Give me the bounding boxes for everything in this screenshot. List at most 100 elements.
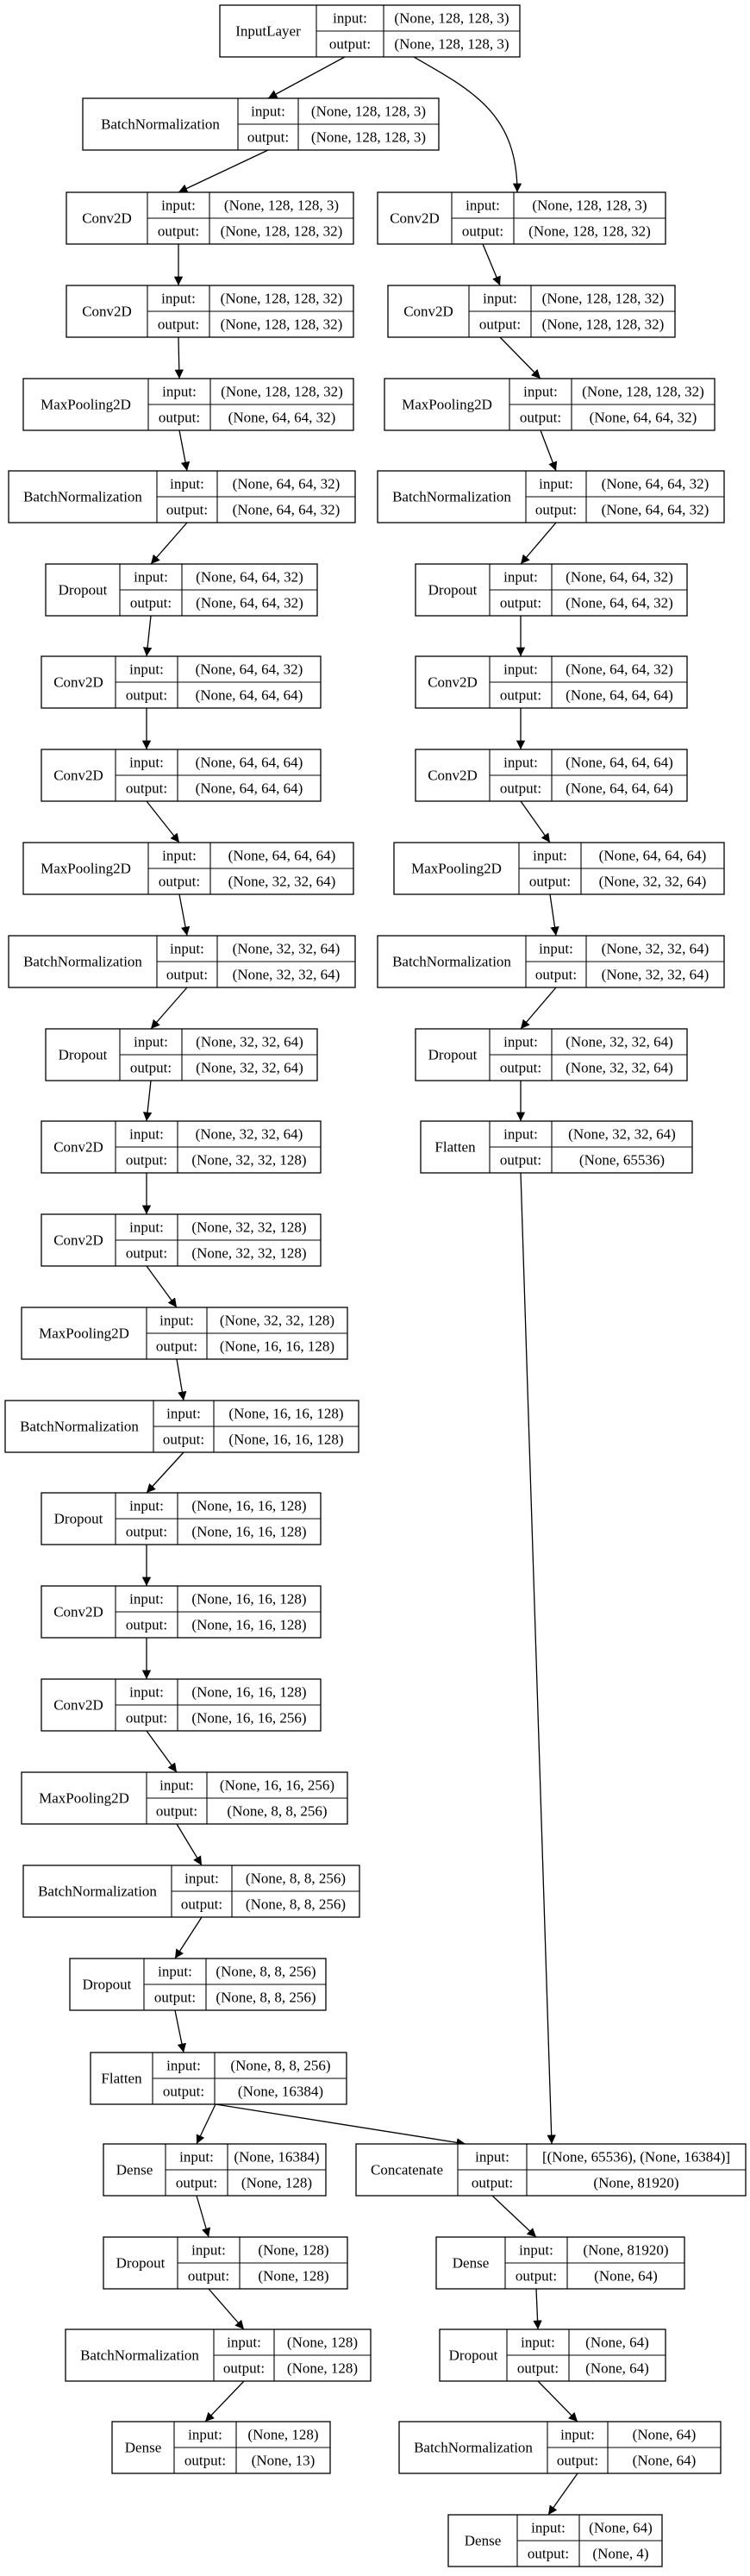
output-shape: (None, 64) [585,2360,649,2377]
output-shape: (None, 32, 32, 128) [191,1152,306,1169]
edge-r_flat-to-concat [520,1172,556,2145]
edge-r_conv1-to-r_conv2 [482,243,501,286]
output-shape: (None, 32, 32, 64) [602,967,709,983]
input-shape: (None, 128, 128, 32) [582,384,704,400]
output-label: output: [126,1617,167,1633]
layer-type-label: Conv2D [53,674,103,691]
output-shape: (None, 128, 128, 32) [221,223,343,240]
layer-type-label: BatchNormalization [414,2440,533,2456]
input-label: input: [129,1219,164,1236]
edge-l_conv8-to-l_pool4 [146,1730,178,1773]
input-shape: (None, 81920) [583,2242,668,2259]
input-shape: (None, 16, 16, 128) [191,1498,306,1514]
input-label: input: [188,2427,222,2443]
input-shape: (None, 128, 128, 32) [542,291,665,307]
input-shape: (None, 16, 16, 128) [228,1406,343,1422]
output-shape: (None, 8, 8, 256) [227,1803,327,1820]
output-label: output: [166,502,208,518]
input-label: input: [560,2427,595,2443]
output-label: output: [159,410,200,426]
input-label: input: [523,384,558,400]
edge-l_pool2-to-l_bn2 [178,893,191,937]
output-shape: (None, 128, 128, 32) [542,317,665,333]
input-label: input: [503,1034,538,1050]
output-label: output: [472,2175,513,2191]
output-shape: (None, 81920) [593,2175,678,2191]
input-shape: (None, 64, 64, 32) [566,661,673,678]
edge-r_bn2-to-r_drop2 [520,987,557,1030]
output-label: output: [163,2084,204,2100]
output-label: output: [156,1803,197,1820]
input-shape: (None, 64, 64, 32) [196,661,303,678]
input-shape: (None, 64, 64, 32) [566,569,673,586]
input-label: input: [166,2058,201,2074]
input-label: input: [170,476,204,492]
input-label: input: [162,384,197,400]
input-label: input: [166,1406,201,1422]
output-label: output: [176,2175,217,2191]
layer-type-label: Conv2D [82,304,132,320]
output-label: output: [163,1432,204,1448]
edge-l_drop1-to-l_conv3 [142,615,153,657]
output-shape: (None, 128) [241,2175,312,2191]
layer-type-label: MaxPooling2D [41,861,131,877]
layer-type-label: Dropout [449,2347,498,2364]
layer-type-label: Conv2D [53,768,103,784]
output-shape: (None, 128, 128, 32) [528,223,651,240]
input-label: input: [503,661,538,678]
layer-type-label: BatchNormalization [23,489,142,505]
input-label: input: [161,291,196,307]
input-shape: (None, 64) [633,2427,697,2443]
output-label: output: [520,410,561,426]
layer-type-label: Conv2D [403,304,453,320]
input-label: input: [179,2149,214,2165]
output-shape: (None, 64, 64, 32) [233,502,341,518]
layer-node-l_bn1: BatchNormalization input: output: (None, 64… [8,470,356,523]
layer-type-label: BatchNormalization [38,1883,157,1900]
output-label: output: [158,317,199,333]
output-label: output: [130,1060,172,1076]
input-shape: [(None, 65536), (None, 16384)] [542,2149,730,2165]
output-shape: (None, 16384) [238,2084,323,2100]
input-shape: (None, 64, 64, 32) [602,476,709,492]
output-shape: (None, 64, 64, 32) [566,595,673,611]
layer-node-r_pool1: MaxPooling2D input: output: (None, 128, 128… [384,378,716,431]
input-label: input: [503,755,538,771]
output-label: output: [126,1152,167,1169]
edge-l_conv6-to-l_pool3 [146,1265,178,1308]
layer-type-label: BatchNormalization [23,954,142,970]
input-shape: (None, 16384) [234,2149,319,2165]
edge-r_conv4-to-r_pool2 [520,800,551,843]
output-shape: (None, 128) [287,2360,358,2377]
edge-l_conv4-to-l_pool2 [146,800,180,843]
input-shape: (None, 8, 8, 256) [216,1964,316,1980]
layer-type-label: MaxPooling2D [402,397,492,413]
input-shape: (None, 8, 8, 256) [230,2058,330,2074]
output-shape: (None, 64) [633,2453,697,2469]
output-label: output: [535,967,577,983]
edge-r_pool2-to-r_bn2 [549,893,559,937]
edge-r_drop3-to-r_bn3 [537,2380,578,2422]
input-shape: (None, 64, 64, 64) [566,755,673,771]
input-shape: (None, 16, 16, 128) [191,1684,306,1701]
output-label: output: [126,1245,167,1262]
layer-type-label: Conv2D [428,768,478,784]
edges-layer [141,56,578,2516]
output-label: output: [126,1710,167,1727]
output-shape: (None, 4) [592,2546,648,2562]
input-label: input: [162,848,197,864]
output-label: output: [517,2360,559,2377]
